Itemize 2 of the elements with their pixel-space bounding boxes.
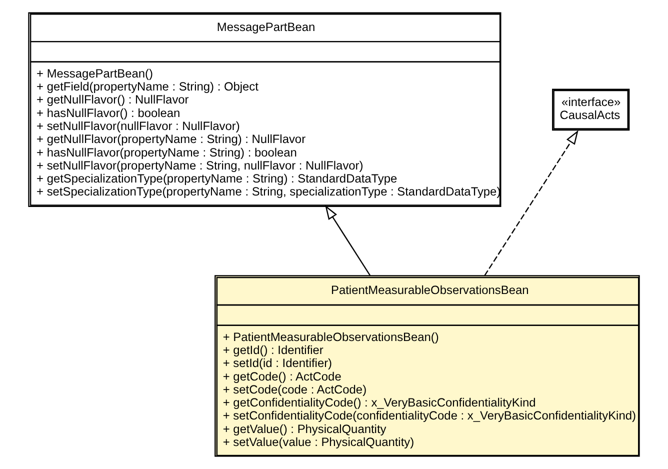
arrow (325, 205, 371, 276)
arrow (484, 130, 578, 276)
